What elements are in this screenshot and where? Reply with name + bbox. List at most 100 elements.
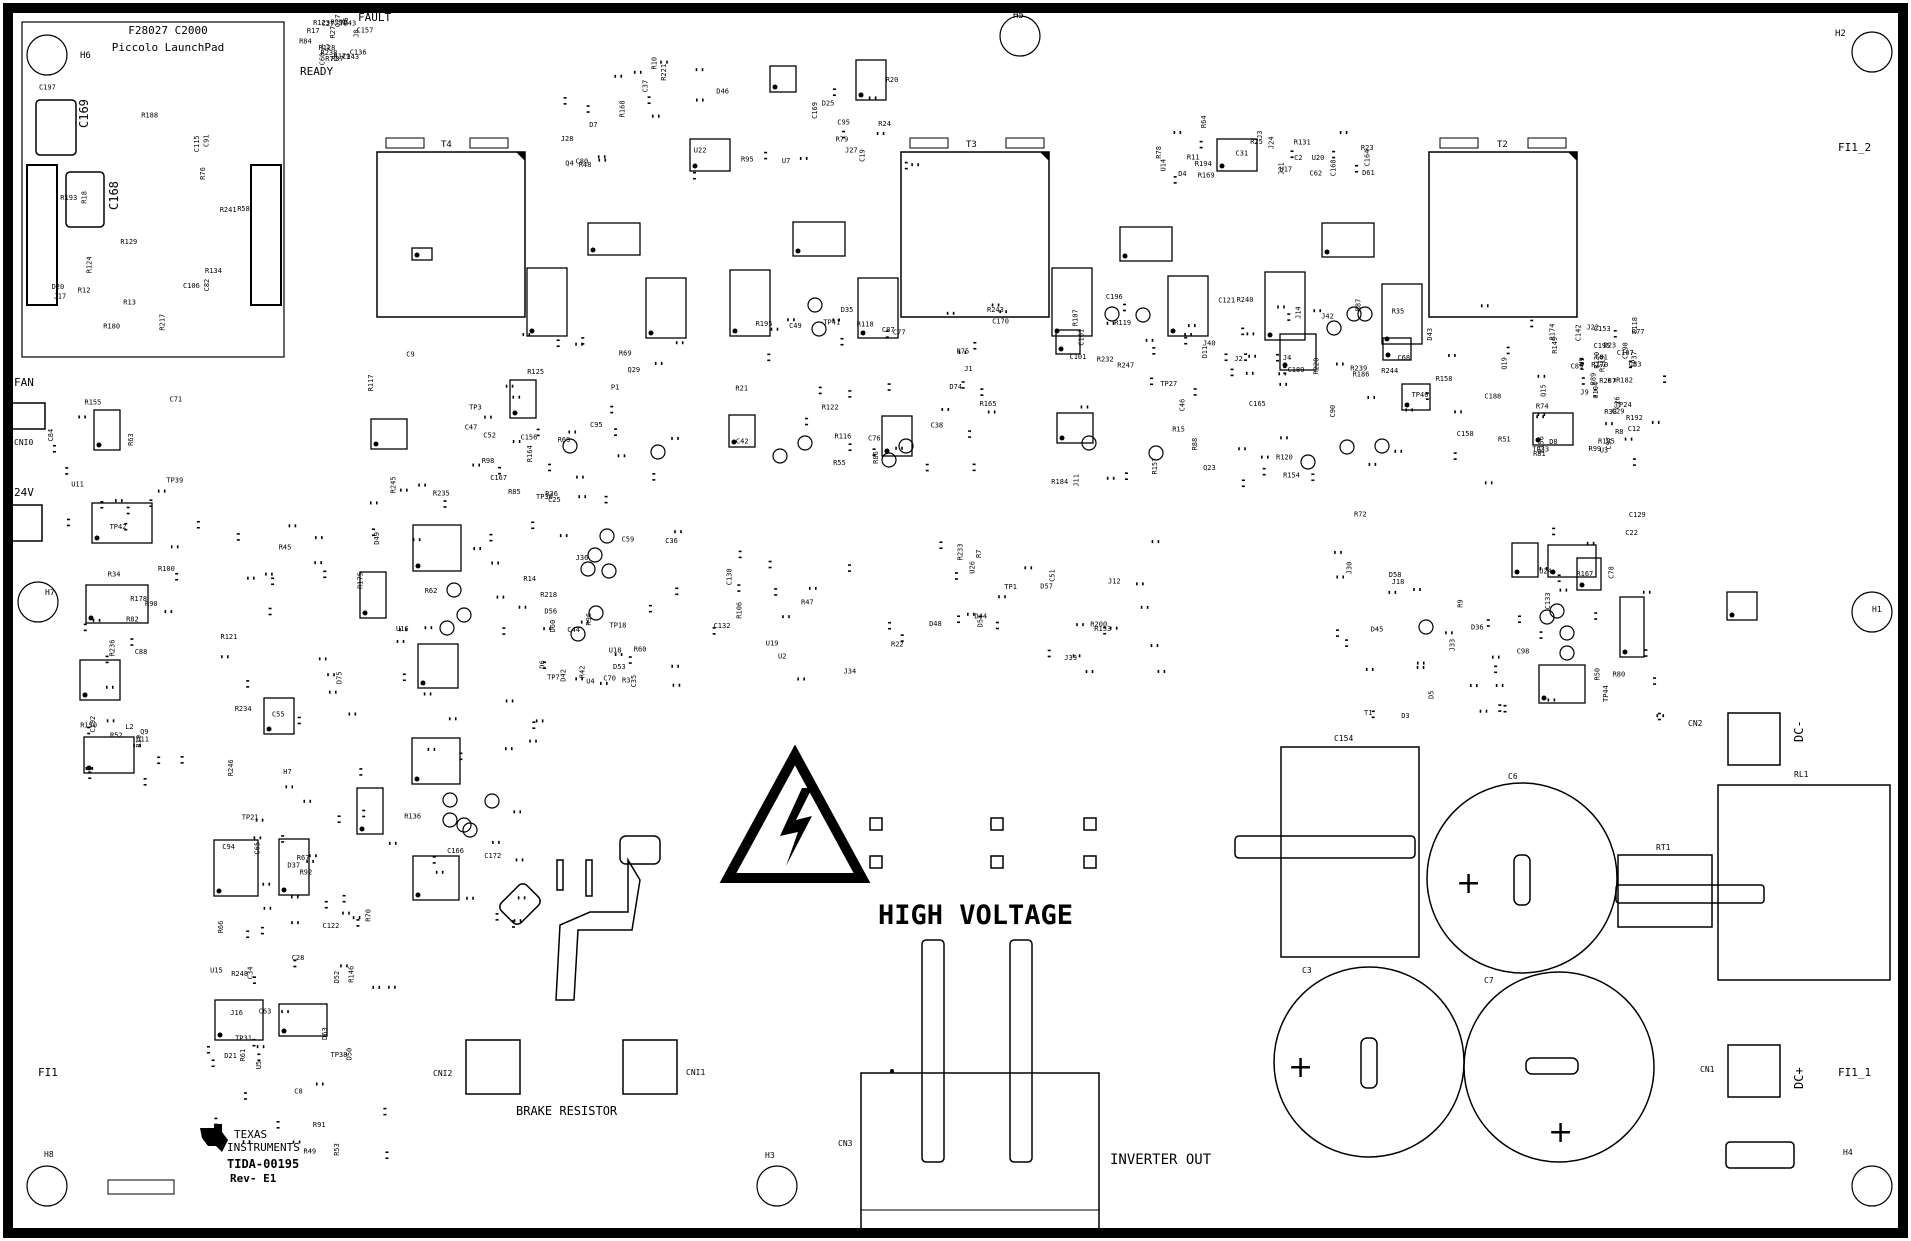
passive-pad	[895, 446, 897, 450]
passive-pad	[519, 919, 522, 923]
passive-pad	[1152, 347, 1156, 349]
ref-designator: U19	[766, 639, 779, 647]
passive-pad	[532, 721, 536, 724]
passive-pad	[354, 712, 357, 716]
ref-designator: R245	[390, 476, 398, 493]
ic-package	[79, 659, 121, 701]
ref-designator: C12	[1628, 425, 1641, 433]
ref-designator: R98	[482, 457, 495, 465]
passive-pad	[599, 681, 602, 685]
ref-designator: R62	[425, 587, 438, 595]
passive-pad	[372, 985, 375, 989]
passive-pad	[1371, 667, 1374, 671]
passive-pad	[1115, 626, 1118, 630]
passive-pad	[1593, 389, 1597, 391]
ref-designator: R25	[1250, 138, 1263, 146]
pin1-marker	[1059, 435, 1065, 441]
passive-pad	[505, 384, 508, 388]
passive-pad	[1339, 130, 1342, 134]
passive-pad	[83, 629, 87, 632]
passive-pad	[433, 747, 436, 751]
passive-pad	[1368, 462, 1371, 466]
passive-pad	[1644, 655, 1648, 657]
passive-pad	[998, 595, 1000, 599]
passive-pad	[900, 640, 904, 642]
passive-pad	[124, 522, 128, 525]
passive-pad	[1277, 305, 1279, 309]
test-point	[1135, 307, 1151, 323]
passive-pad	[1047, 649, 1051, 652]
passive-pad	[1230, 368, 1234, 371]
passive-pad	[252, 982, 256, 984]
passive-pad	[1241, 479, 1245, 482]
passive-pad	[518, 605, 521, 609]
passive-pad	[885, 336, 889, 338]
passive-pad	[242, 1140, 245, 1144]
test-point	[811, 321, 827, 337]
passive-pad	[291, 921, 293, 925]
ref-designator: J14	[1294, 306, 1302, 319]
ref-designator: C94	[222, 843, 235, 851]
passive-pad	[371, 534, 375, 537]
passive-pad	[139, 744, 141, 748]
capacitor-c7: +	[1463, 971, 1655, 1163]
passive-pad	[1336, 575, 1339, 579]
passive-pad	[563, 97, 567, 99]
connector-p1	[7, 504, 43, 542]
passive-pad	[597, 155, 600, 159]
ref-designator: R190	[331, 19, 348, 27]
passive-pad	[512, 395, 515, 399]
passive-pad	[293, 965, 297, 968]
ref-designator: R146	[347, 966, 355, 983]
status-ready-label: READY	[300, 65, 333, 78]
c3-label: C3	[1302, 966, 1312, 975]
passive-pad	[848, 449, 852, 452]
ref-designator: C52	[483, 432, 496, 440]
passive-pad	[236, 533, 240, 535]
passive-pad	[1644, 649, 1648, 651]
pin1-marker	[1267, 332, 1273, 338]
ref-designator: C82	[203, 279, 211, 292]
launchpad-subtitle: Piccolo LaunchPad	[112, 41, 225, 54]
ref-designator: C80	[576, 157, 589, 165]
ref-designator: R178	[130, 595, 147, 603]
passive-pad	[1394, 449, 1397, 453]
passive-pad	[115, 499, 117, 503]
mount-hole-h2	[1851, 31, 1893, 73]
ref-designator: R75	[957, 348, 970, 356]
passive-pad	[788, 615, 790, 619]
passive-pad	[424, 626, 427, 630]
brake-pad-4	[499, 883, 541, 925]
passive-pad	[633, 70, 636, 74]
ref-designator: U7	[782, 157, 790, 165]
passive-pad	[1559, 588, 1562, 592]
ref-designator: R194	[1195, 160, 1212, 168]
passive-pad	[1454, 410, 1456, 414]
passive-pad	[1313, 309, 1316, 313]
passive-pad	[402, 639, 405, 643]
ref-designator: R155	[85, 398, 102, 406]
passive-pad	[252, 1044, 256, 1047]
passive-pad	[1371, 716, 1375, 719]
pin1-marker	[359, 826, 365, 832]
thermistor-pad	[1615, 884, 1765, 904]
brake-pad-2	[556, 859, 564, 891]
passive-pad	[1112, 476, 1115, 480]
passive-pad	[737, 590, 741, 592]
passive-pad	[995, 621, 999, 624]
passive-pad	[383, 1113, 387, 1116]
ref-designator: C170	[992, 318, 1009, 326]
passive-pad	[143, 783, 147, 786]
ref-designator: U18	[609, 647, 622, 655]
passive-pad	[973, 341, 977, 344]
passive-pad	[334, 690, 337, 694]
ref-designator: R9	[1457, 599, 1465, 607]
passive-pad	[1663, 375, 1667, 378]
passive-pad	[925, 469, 929, 472]
ref-designator: D50	[346, 1048, 354, 1061]
ref-designator: R69	[558, 436, 571, 444]
passive-pad	[603, 155, 606, 159]
passive-pad	[1342, 362, 1344, 366]
passive-pad	[1085, 670, 1088, 674]
passive-pad	[1122, 309, 1126, 312]
